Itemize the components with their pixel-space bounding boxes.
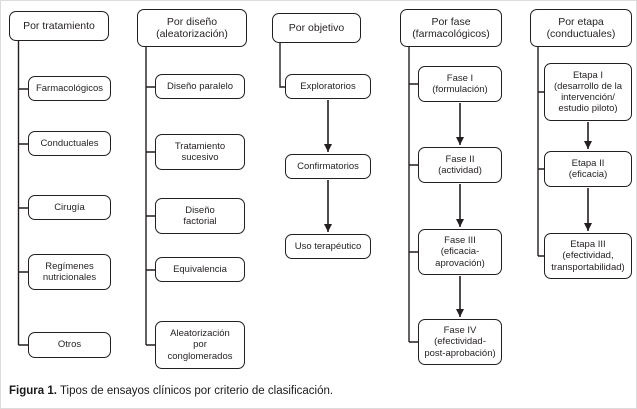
node-etapa-ii: Etapa II (eficacia)	[544, 151, 632, 187]
node-regimenes-nutricionales: Regímenes nutricionales	[28, 254, 111, 290]
header-por-etapa: Por etapa (conductuales)	[530, 9, 632, 47]
figure-caption: Figura 1.Tipos de ensayos clínicos por c…	[9, 385, 629, 397]
node-fase-iii: Fase III (eficacia- aprovación)	[418, 229, 502, 275]
bracket-diseno	[145, 47, 155, 346]
node-fase-iv: Fase IV (efectividad- post-aprobación)	[418, 319, 502, 365]
node-equivalencia: Equivalencia	[155, 257, 245, 282]
header-por-tratamiento: Por tratamiento	[9, 11, 109, 41]
bracket-tratamiento	[17, 41, 28, 346]
node-etapa-iii: Etapa III (efectividad, transportabilida…	[544, 233, 632, 279]
node-diseno-paralelo: Diseño paralelo	[155, 74, 245, 99]
header-por-diseno: Por diseño (aleatorización)	[137, 9, 247, 47]
header-por-fase: Por fase (farmacológicos)	[400, 9, 502, 47]
bracket-fase	[408, 47, 418, 343]
node-cirugia: Cirugía	[28, 195, 111, 220]
node-aleatorizacion-por-conglomerados: Aleatorización por conglomerados	[155, 321, 245, 369]
bracket-etapa	[537, 47, 544, 257]
header-por-objetivo: Por objetivo	[272, 13, 361, 43]
node-exploratorios: Exploratorios	[285, 74, 371, 99]
caption-text: Tipos de ensayos clínicos por criterio d…	[59, 385, 334, 397]
node-etapa-i: Etapa I (desarrollo de la intervención/ …	[544, 63, 632, 121]
node-diseno-factorial: Diseño factorial	[155, 198, 245, 234]
node-fase-i: Fase I (formulación)	[418, 66, 502, 102]
elbow-objetivo	[279, 43, 285, 88]
node-conductuales: Conductuales	[28, 131, 111, 156]
node-uso-terapeutico: Uso terapéutico	[285, 234, 371, 259]
node-confirmatorios: Confirmatorios	[285, 154, 371, 179]
node-farmacologicos: Farmacológicos	[28, 76, 111, 101]
node-fase-ii: Fase II (actividad)	[418, 147, 502, 183]
node-tratamiento-sucesivo: Tratamiento sucesivo	[155, 134, 245, 170]
node-otros: Otros	[28, 332, 111, 358]
caption-label: Figura 1.	[9, 385, 57, 397]
